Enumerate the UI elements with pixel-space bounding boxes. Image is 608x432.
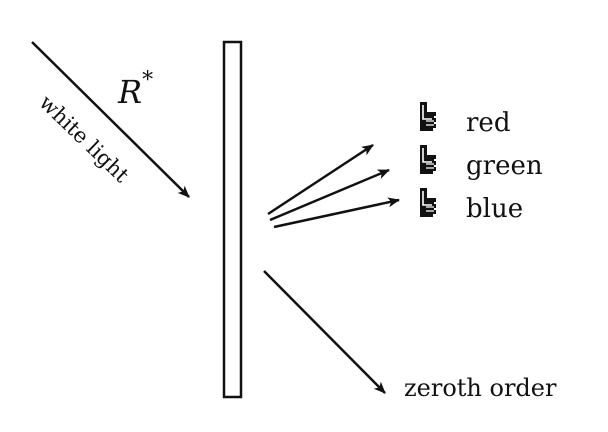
zeroth-order-beam-arrow [263, 270, 386, 394]
blue-label: blue [466, 194, 523, 224]
zeroth-order-label: zeroth order [404, 374, 557, 402]
blue-hand-icon [419, 187, 437, 218]
grating-plate [222, 40, 243, 399]
green-beam-arrow [269, 168, 390, 222]
red-label: red [466, 108, 510, 138]
green-hand-icon [419, 144, 437, 175]
blue-beam-arrow [273, 197, 400, 229]
incident-beam-arrow [31, 41, 190, 198]
red-hand-icon [419, 101, 437, 132]
red-beam-arrow [267, 143, 374, 216]
green-label: green [466, 151, 543, 181]
incident-symbol-label: R* [117, 68, 153, 111]
